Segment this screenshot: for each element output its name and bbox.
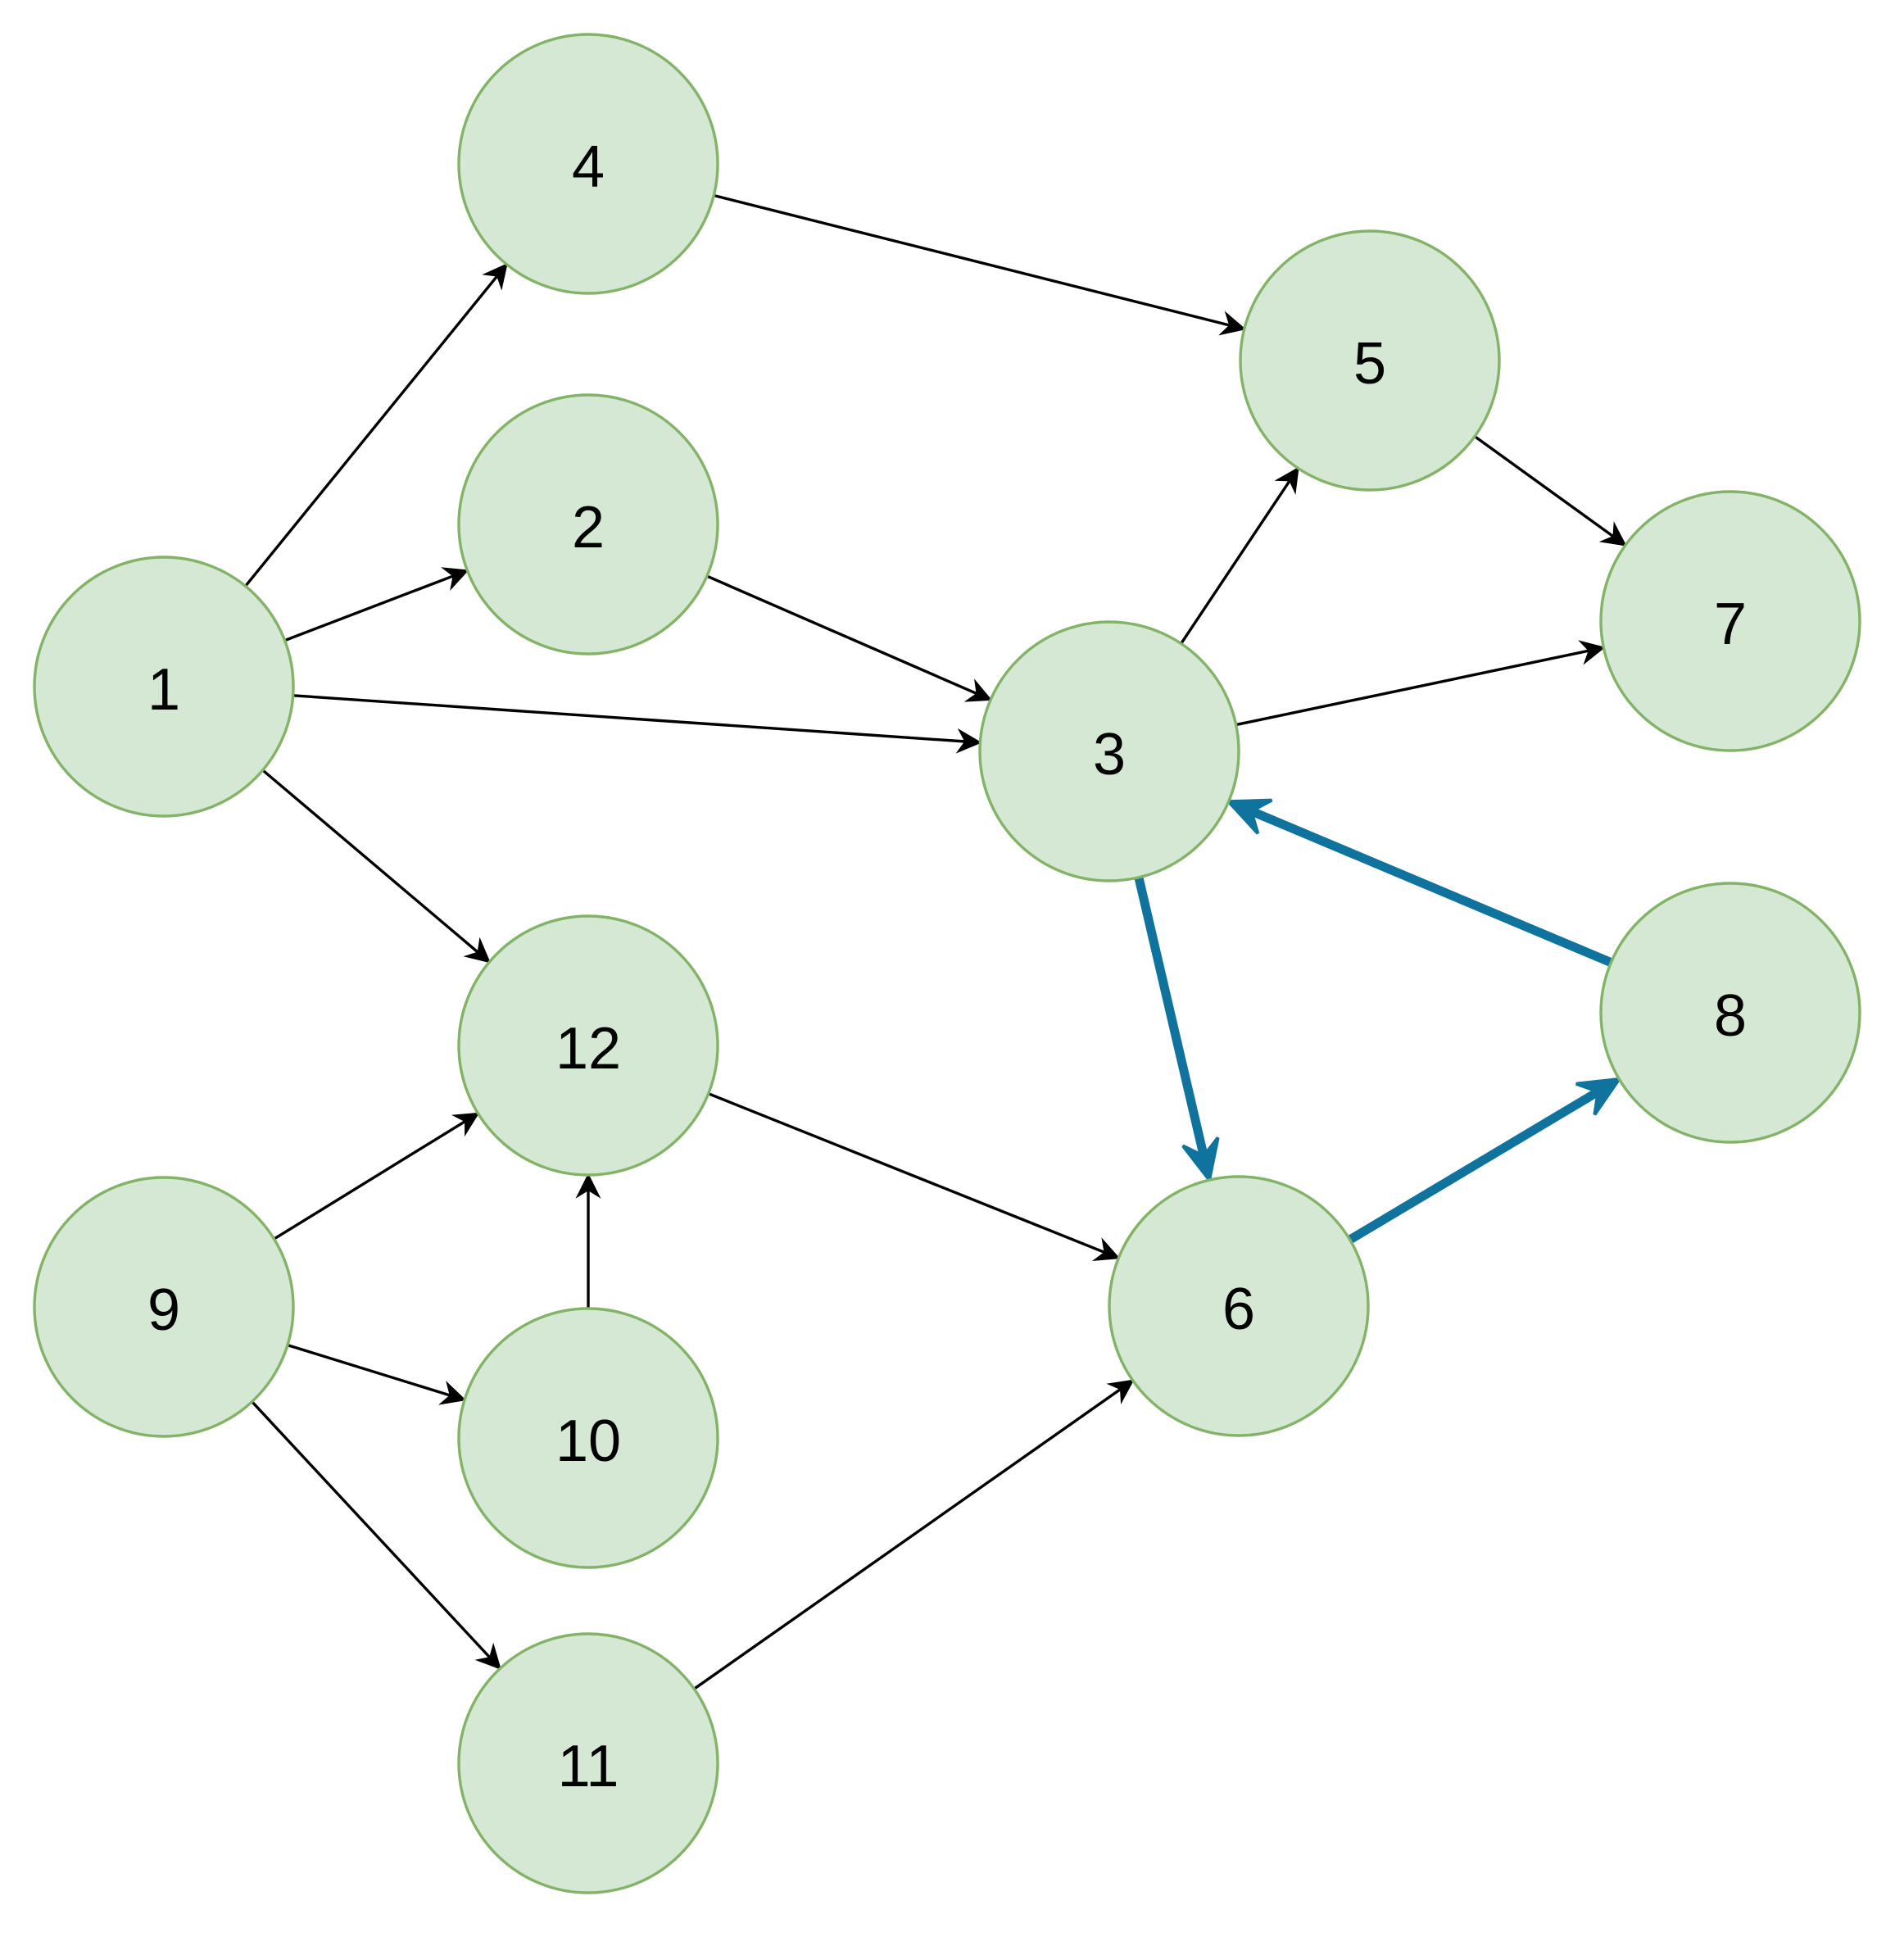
arrowhead-icon xyxy=(1225,798,1273,835)
node-label: 2 xyxy=(572,495,605,560)
edge-line xyxy=(1180,479,1291,645)
arrowhead-icon xyxy=(963,678,993,702)
node-label: 1 xyxy=(147,657,180,723)
arrowhead-icon xyxy=(441,567,469,592)
edge-line xyxy=(251,1400,492,1659)
edge-1-to-4 xyxy=(244,262,508,587)
edge-11-to-6 xyxy=(693,1379,1135,1690)
node-label: 12 xyxy=(555,1016,621,1082)
node-label: 11 xyxy=(558,1734,619,1799)
node-circle xyxy=(457,33,719,295)
node-circle xyxy=(1108,1175,1370,1437)
node-label: 8 xyxy=(1714,983,1747,1049)
arrowhead-icon xyxy=(575,1173,601,1199)
node-11: 11 xyxy=(457,1632,719,1894)
node-label: 3 xyxy=(1093,722,1126,787)
arrowhead-icon xyxy=(1218,311,1246,336)
edges-layer xyxy=(244,193,1627,1690)
edge-6-to-8-highlighted xyxy=(1347,1077,1623,1244)
edge-3-to-6-highlighted xyxy=(1134,876,1220,1184)
node-label: 10 xyxy=(555,1409,621,1474)
node-circle xyxy=(33,1176,295,1438)
arrowhead-icon xyxy=(955,728,982,754)
node-label: 9 xyxy=(147,1277,180,1343)
node-circle xyxy=(978,620,1240,882)
edge-line xyxy=(706,574,978,696)
edge-line xyxy=(244,274,499,587)
edge-line xyxy=(713,193,1231,327)
edge-line xyxy=(1235,649,1590,727)
edge-line xyxy=(287,1343,451,1397)
node-2: 2 xyxy=(457,393,719,655)
node-label: 5 xyxy=(1353,331,1386,397)
edge-line xyxy=(708,1092,1106,1254)
edge-line xyxy=(261,769,479,954)
edge-1-to-3 xyxy=(292,694,982,754)
node-6: 6 xyxy=(1108,1175,1370,1437)
arrowhead-icon xyxy=(463,937,492,964)
node-circle xyxy=(457,1307,719,1569)
edge-8-to-3-highlighted xyxy=(1225,798,1613,967)
arrowhead-icon xyxy=(1106,1379,1135,1404)
edge-line xyxy=(693,1387,1122,1690)
edge-9-to-10 xyxy=(287,1343,467,1405)
node-circle xyxy=(457,1632,719,1894)
edge-5-to-7 xyxy=(1474,435,1627,547)
node-8: 8 xyxy=(1599,882,1861,1144)
node-label: 4 xyxy=(572,134,605,200)
edge-line xyxy=(292,694,966,743)
edge-line xyxy=(283,574,455,642)
arrowhead-icon xyxy=(438,1381,467,1405)
node-4: 4 xyxy=(457,33,719,295)
arrowhead-icon xyxy=(1274,466,1299,495)
edge-2-to-3 xyxy=(706,574,993,702)
edge-4-to-5 xyxy=(713,193,1246,336)
node-label: 7 xyxy=(1714,592,1747,657)
edge-1-to-12 xyxy=(261,769,492,964)
edge-line xyxy=(1249,806,1613,967)
node-9: 9 xyxy=(33,1176,295,1438)
edge-line xyxy=(273,1119,466,1241)
node-circle xyxy=(1599,490,1861,752)
edge-line xyxy=(1134,876,1208,1158)
arrowhead-icon xyxy=(1578,640,1606,665)
node-circle xyxy=(457,914,719,1177)
edge-9-to-12 xyxy=(273,1112,480,1241)
arrowhead-icon xyxy=(451,1112,480,1137)
node-label: 6 xyxy=(1222,1277,1255,1342)
node-3: 3 xyxy=(978,620,1240,882)
edge-line xyxy=(1347,1087,1601,1244)
node-12: 12 xyxy=(457,914,719,1177)
edge-3-to-7 xyxy=(1235,640,1606,727)
arrowhead-icon xyxy=(1575,1077,1623,1116)
edge-line xyxy=(1474,435,1615,538)
arrowhead-icon xyxy=(1181,1136,1220,1184)
edge-12-to-6 xyxy=(708,1092,1121,1261)
edge-9-to-11 xyxy=(251,1400,501,1670)
node-5: 5 xyxy=(1239,229,1501,492)
node-circle xyxy=(1239,229,1501,492)
arrowhead-icon xyxy=(1598,521,1627,547)
node-circle xyxy=(33,556,295,818)
arrowhead-icon xyxy=(474,1642,501,1670)
node-10: 10 xyxy=(457,1307,719,1569)
edge-10-to-12 xyxy=(575,1173,601,1309)
arrowhead-icon xyxy=(482,262,508,291)
edge-3-to-5 xyxy=(1180,466,1299,645)
node-circle xyxy=(1599,882,1861,1144)
arrowhead-icon xyxy=(1092,1237,1121,1261)
node-circle xyxy=(457,393,719,655)
edge-1-to-2 xyxy=(283,567,469,642)
node-1: 1 xyxy=(33,556,295,818)
node-7: 7 xyxy=(1599,490,1861,752)
